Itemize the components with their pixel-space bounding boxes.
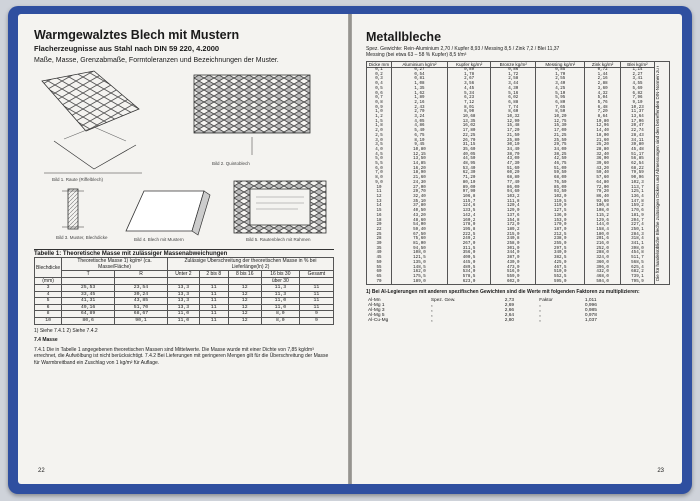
table-note: 1) Siehe 7.4.1 2) Siehe 7.4.2 <box>34 327 98 334</box>
left-page-subtitle: Flacherzeugnisse aus Stahl nach DIN 59 2… <box>34 44 220 53</box>
thickness-detail-figure <box>62 188 84 230</box>
table-row: Al-Mg 1„2,69„0,996 <box>368 302 597 308</box>
mass-table-title: Tabelle 1: Theoretische Masse mit zuläss… <box>34 249 334 257</box>
column-header: Blechdicke <box>33 257 63 278</box>
column-header: (mm) <box>33 277 63 285</box>
page-number: 23 <box>657 468 664 474</box>
density-spec: Spez. Gewichte: Rein-Aluminium 2,70 / Ku… <box>366 46 560 52</box>
aluminium-column: 0,27 0,54 0,81 1,08 1,35 1,62 1,89 2,16 … <box>413 68 426 284</box>
copper-column: 0,89 1,78 2,67 3,56 4,45 5,34 6,23 7,12 … <box>462 68 476 284</box>
mass-table: Blechdicke Theoretische Masse 1) kg/m² (… <box>33 257 335 325</box>
book-cover: Warmgewalztes Blech mit Mustern Flacherz… <box>8 6 692 494</box>
sheet-weight-table: Dicke mm Aluminium kg/m² Kupfer kg/m² Br… <box>366 60 670 286</box>
column-header: Unter 2 <box>166 270 200 278</box>
rhombus-sheet-figure <box>41 70 142 174</box>
density-spec-note: Messing (bei etwa 63 – 58 % Kupfer) 8,5 … <box>366 52 467 58</box>
figure-caption: Bild 1. Raute (Riffelblech) <box>52 177 103 182</box>
figure-caption: Bild 3. Muster, Blechdicke <box>56 235 108 240</box>
left-page: Warmgewalztes Blech mit Mustern Flacherz… <box>18 14 348 484</box>
column-header: T <box>61 270 116 278</box>
page-number: 22 <box>38 468 45 474</box>
figure-caption: Bild 5. Rautenblech mit Rahmen <box>246 237 311 242</box>
figure-caption: Bild 2. Quintoblech <box>212 161 250 166</box>
vertical-note: Die für handelsübliche Bleche zulässigen… <box>655 65 660 281</box>
left-page-title: Warmgewalztes Blech mit Mustern <box>34 28 240 42</box>
column-header: über 30 <box>260 277 300 285</box>
brass-column: 0,85 1,70 2,55 3,40 4,25 5,10 5,95 6,80 … <box>553 68 567 284</box>
figure-caption: Bild 4. Blech mit Mustern <box>134 237 184 242</box>
column-header: Dicke mm <box>366 61 392 68</box>
figures-area: Bild 1. Raute (Riffelblech) Bild 2. Quin… <box>34 69 334 247</box>
footnote-text: 7.4.1 Die in Tabelle 1 angegebenen theor… <box>34 346 329 366</box>
footnote-title: 7.4 Masse <box>34 337 58 344</box>
framed-sheet-figure <box>233 180 327 234</box>
column-header: Gesamt <box>298 270 335 278</box>
right-page-title: Metallbleche <box>366 30 442 44</box>
zinc-column: 0,72 1,44 2,16 2,88 3,60 4,32 5,04 5,76 … <box>596 68 609 284</box>
table-row: Al-Mg 5„2,64„0,978 <box>368 312 597 318</box>
lead-column: 1,14 2,27 3,41 4,55 5,69 6,82 7,96 9,10 … <box>631 68 644 284</box>
quinto-sheet-figure <box>193 74 311 155</box>
thickness-column: 0,1 0,2 0,3 0,4 0,5 0,6 0,7 0,8 0,9 1,0 … <box>375 68 383 284</box>
book-gutter <box>346 14 354 484</box>
column-header: 16 bis 30 <box>260 270 300 278</box>
table-row: Al-Cu-Mg„2,80„1,037 <box>368 317 597 323</box>
column-header: Zulässige Überschreitung der theoretisch… <box>166 257 335 271</box>
left-page-description: Maße, Masse, Grenzabmaße, Formtoleranzen… <box>34 57 279 64</box>
alloy-note: 1) Bei Al-Legierungen mit anderen spezif… <box>366 289 640 296</box>
pattern-figures: Bild 1. Raute (Riffelblech) Bild 2. Quin… <box>41 70 327 242</box>
bronze-column: 0,86 1,72 2,58 3,44 4,30 5,16 6,02 6,88 … <box>506 68 520 284</box>
right-page: Metallbleche Spez. Gewichte: Rein-Alumin… <box>352 14 682 484</box>
column-header: 8 bis 16 <box>227 270 262 278</box>
sheet-perspective-figure <box>125 190 211 236</box>
column-header: Theoretische Masse 1) kg/m² (ca. Masse/F… <box>61 257 168 271</box>
table-row: Al-Mg 3„2,66„0,985 <box>368 307 597 313</box>
column-header: R <box>114 270 168 278</box>
column-header: 2 bis 8 <box>198 270 229 278</box>
